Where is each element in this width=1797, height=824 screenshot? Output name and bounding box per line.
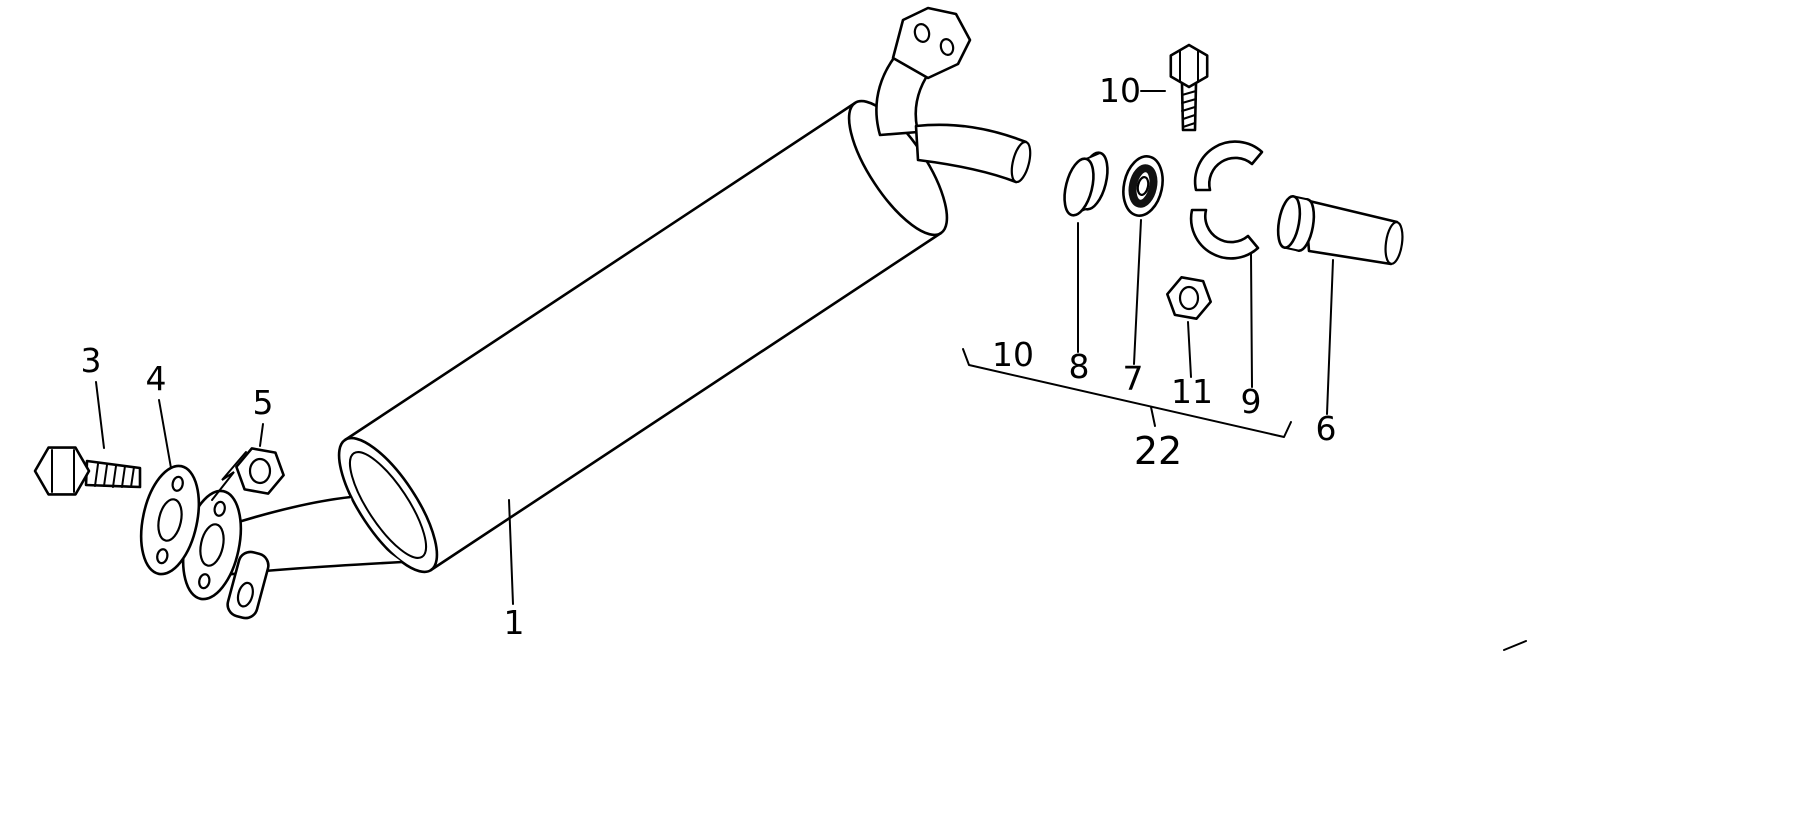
- ring8-front: [1063, 157, 1095, 217]
- clamp-nut: [1166, 276, 1212, 320]
- bolt10-head-facets: [1179, 50, 1199, 83]
- inlet-pipe-flange-bore: [199, 523, 225, 567]
- clamp9-upper-half: [1193, 140, 1264, 192]
- group-22-bracket: [962, 348, 1292, 438]
- leader-5: [259, 423, 264, 447]
- muffler-top-edge: [343, 101, 857, 442]
- callout-clamp-ring: 8: [1069, 347, 1090, 386]
- callout-flange-gasket: 4: [146, 359, 167, 398]
- bolt3-head-facets: [51, 449, 75, 493]
- callout-clamp-bracket: 9: [1241, 382, 1262, 421]
- clamp-bolt: [1169, 43, 1209, 132]
- nut5-bore: [248, 457, 272, 485]
- tailpipe-body: [1303, 198, 1399, 266]
- flange-nut: [235, 447, 285, 495]
- flange-hole-left: [913, 23, 931, 43]
- leader-9: [1250, 253, 1253, 388]
- muffler-assembly: [181, 6, 1032, 620]
- muffler-end-rim: [348, 451, 428, 559]
- outlet-stub-open-end: [1010, 140, 1032, 184]
- tailpipe-collar-front: [1276, 195, 1302, 249]
- flange-hole-right: [939, 38, 955, 56]
- seal7-dark-band: [1128, 164, 1158, 208]
- clamp-ring: [1063, 151, 1109, 217]
- inlet-flange-stud-hole-top: [213, 500, 226, 517]
- gasket-stud-hole-bottom: [156, 548, 169, 565]
- nut11-bore: [1178, 285, 1200, 311]
- tail-pipe: [1276, 195, 1404, 266]
- callout-mounting-group: 22: [1134, 429, 1182, 473]
- callout-labels: 3 4 5 1 10 10 8 7 11 9 6 22: [81, 71, 1337, 642]
- callout-flange-nut: 5: [253, 383, 274, 422]
- callout-tail-pipe: 6: [1316, 409, 1337, 448]
- clamp-bracket: [1189, 140, 1264, 260]
- muffler-body-fill: [345, 103, 941, 570]
- gasket-bore: [157, 498, 183, 542]
- leader-1: [508, 499, 514, 605]
- stray-mark: [1503, 640, 1527, 651]
- flange-bolt: [33, 446, 142, 496]
- hanger-tab-slot: [236, 581, 254, 608]
- callout-clamp-bolt: 10: [1099, 71, 1141, 110]
- seal-ring: [1122, 155, 1164, 217]
- hanger-tab: [226, 550, 270, 620]
- group-22-tick: [1150, 406, 1156, 427]
- bolt10-head: [1169, 43, 1209, 89]
- leader-lines: [95, 90, 1527, 651]
- gasket-stud-hole-top: [171, 475, 184, 492]
- bolt3-threads: [94, 463, 135, 488]
- stud-break-zigzag: [211, 451, 247, 501]
- leader-11: [1187, 321, 1192, 378]
- bolt3-head: [33, 446, 91, 496]
- seal7-bore: [1136, 176, 1150, 196]
- callout-clamp-bolt-group: 10: [992, 335, 1034, 374]
- callout-clamp-nut: 11: [1171, 372, 1213, 411]
- flange-gasket: [139, 464, 201, 576]
- callout-seal-ring: 7: [1123, 359, 1144, 398]
- inlet-flange-stud-hole-bottom: [198, 573, 211, 590]
- callout-flange-bolt: 3: [81, 341, 102, 380]
- bolt10-threads: [1181, 90, 1197, 128]
- leader-3: [95, 381, 105, 449]
- clamp9-lower-half: [1189, 208, 1260, 260]
- tailpipe-open-end: [1384, 221, 1404, 265]
- muffler-bottom-edge: [429, 231, 943, 572]
- mounting-flange-plate: [891, 6, 972, 80]
- leader-4: [158, 399, 172, 469]
- leader-7: [1133, 219, 1142, 365]
- callout-muffler: 1: [504, 603, 525, 642]
- leader-6: [1326, 259, 1334, 415]
